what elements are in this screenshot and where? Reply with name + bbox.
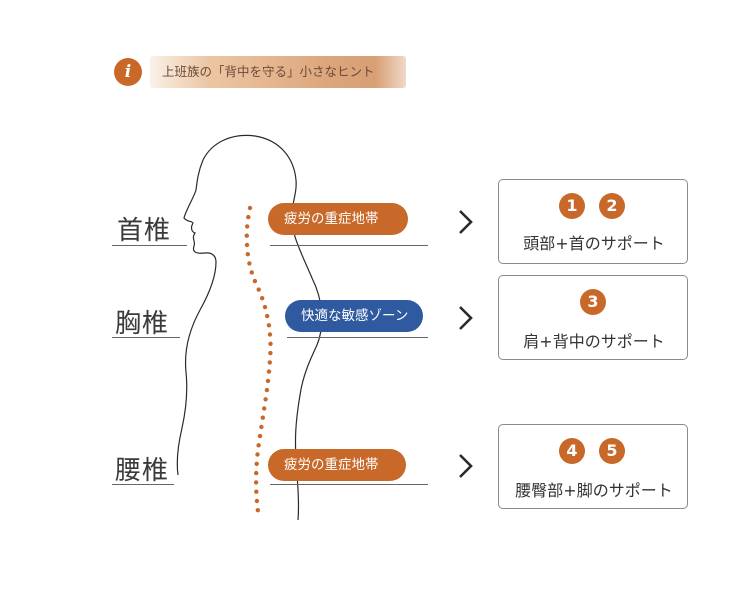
spine-dot <box>255 508 260 513</box>
chevron-right-icon <box>459 210 473 234</box>
info-icon: i <box>114 58 142 86</box>
chevron-right-icon <box>459 306 473 330</box>
pill-lumbar: 疲労の重症地帯 <box>268 449 406 481</box>
spine-dot <box>247 205 253 211</box>
spine-dot <box>268 341 273 346</box>
spine-dot <box>244 242 250 248</box>
support-card-cervical: 1 2 頭部+首のサポート <box>498 179 688 264</box>
label-lumbar: 腰椎 <box>115 456 170 486</box>
number-badge: 2 <box>599 193 625 219</box>
body-outline <box>176 134 323 521</box>
spine-dot <box>245 224 250 229</box>
rule-thoracic-left <box>112 337 180 338</box>
tip-header: i 上班族の「背中を守る」小さなヒント <box>114 54 414 90</box>
pill-thoracic: 快適な敏感ゾーン <box>285 300 423 332</box>
spine-dot <box>244 233 249 238</box>
label-cervical: 首椎 <box>117 216 172 246</box>
spine-dot <box>262 406 267 411</box>
spine-dot <box>255 452 260 457</box>
spine-dot <box>267 332 273 337</box>
header-band <box>150 56 406 88</box>
spine-dot <box>262 304 268 310</box>
spine-dot <box>259 424 264 430</box>
spine-dot <box>254 470 259 476</box>
spine-dot <box>254 498 260 504</box>
rule-cervical-left <box>112 245 187 246</box>
number-badge: 4 <box>559 438 585 464</box>
label-thoracic: 胸椎 <box>115 309 170 339</box>
support-text: 腰臀部+脚のサポート <box>515 481 673 500</box>
rule-lumbar-left <box>112 484 174 485</box>
spine-dot <box>254 489 259 494</box>
number-badge: 3 <box>580 289 606 315</box>
spine-dot <box>267 360 272 365</box>
spine-dot <box>246 214 251 220</box>
spine-dot <box>256 287 261 292</box>
spine-dot <box>268 350 273 356</box>
spine-dot <box>265 378 271 384</box>
spine-dot <box>257 433 263 439</box>
spine-dot <box>247 261 252 266</box>
rule-cervical-right <box>270 245 428 246</box>
spine-dot <box>260 415 265 420</box>
support-text: 肩+背中のサポート <box>523 332 665 351</box>
spine-dot <box>249 270 254 275</box>
number-badge: 1 <box>559 193 585 219</box>
spine-dot <box>253 480 259 485</box>
spine-dot <box>263 397 268 402</box>
header-title: 上班族の「背中を守る」小さなヒント <box>162 64 375 79</box>
chevron-right-icon <box>459 454 473 478</box>
spine-dot <box>252 278 258 284</box>
number-badge: 5 <box>599 438 625 464</box>
support-text: 頭部+首のサポート <box>523 234 665 253</box>
spine-dot <box>266 369 272 374</box>
rule-lumbar-right <box>270 484 428 485</box>
support-card-lumbar: 4 5 腰臀部+脚のサポート <box>498 424 688 509</box>
spine-dot <box>260 296 265 301</box>
spine-dot <box>266 323 272 328</box>
spine-dot <box>256 443 261 448</box>
pill-cervical: 疲労の重症地帯 <box>268 203 408 235</box>
support-card-thoracic: 3 肩+背中のサポート <box>498 275 688 360</box>
spine-dot <box>264 387 270 393</box>
spine-dot <box>265 313 270 319</box>
rule-thoracic-right <box>287 337 428 338</box>
spine-dots <box>244 205 273 513</box>
spine-dot <box>245 252 250 257</box>
spine-dot <box>254 461 259 466</box>
